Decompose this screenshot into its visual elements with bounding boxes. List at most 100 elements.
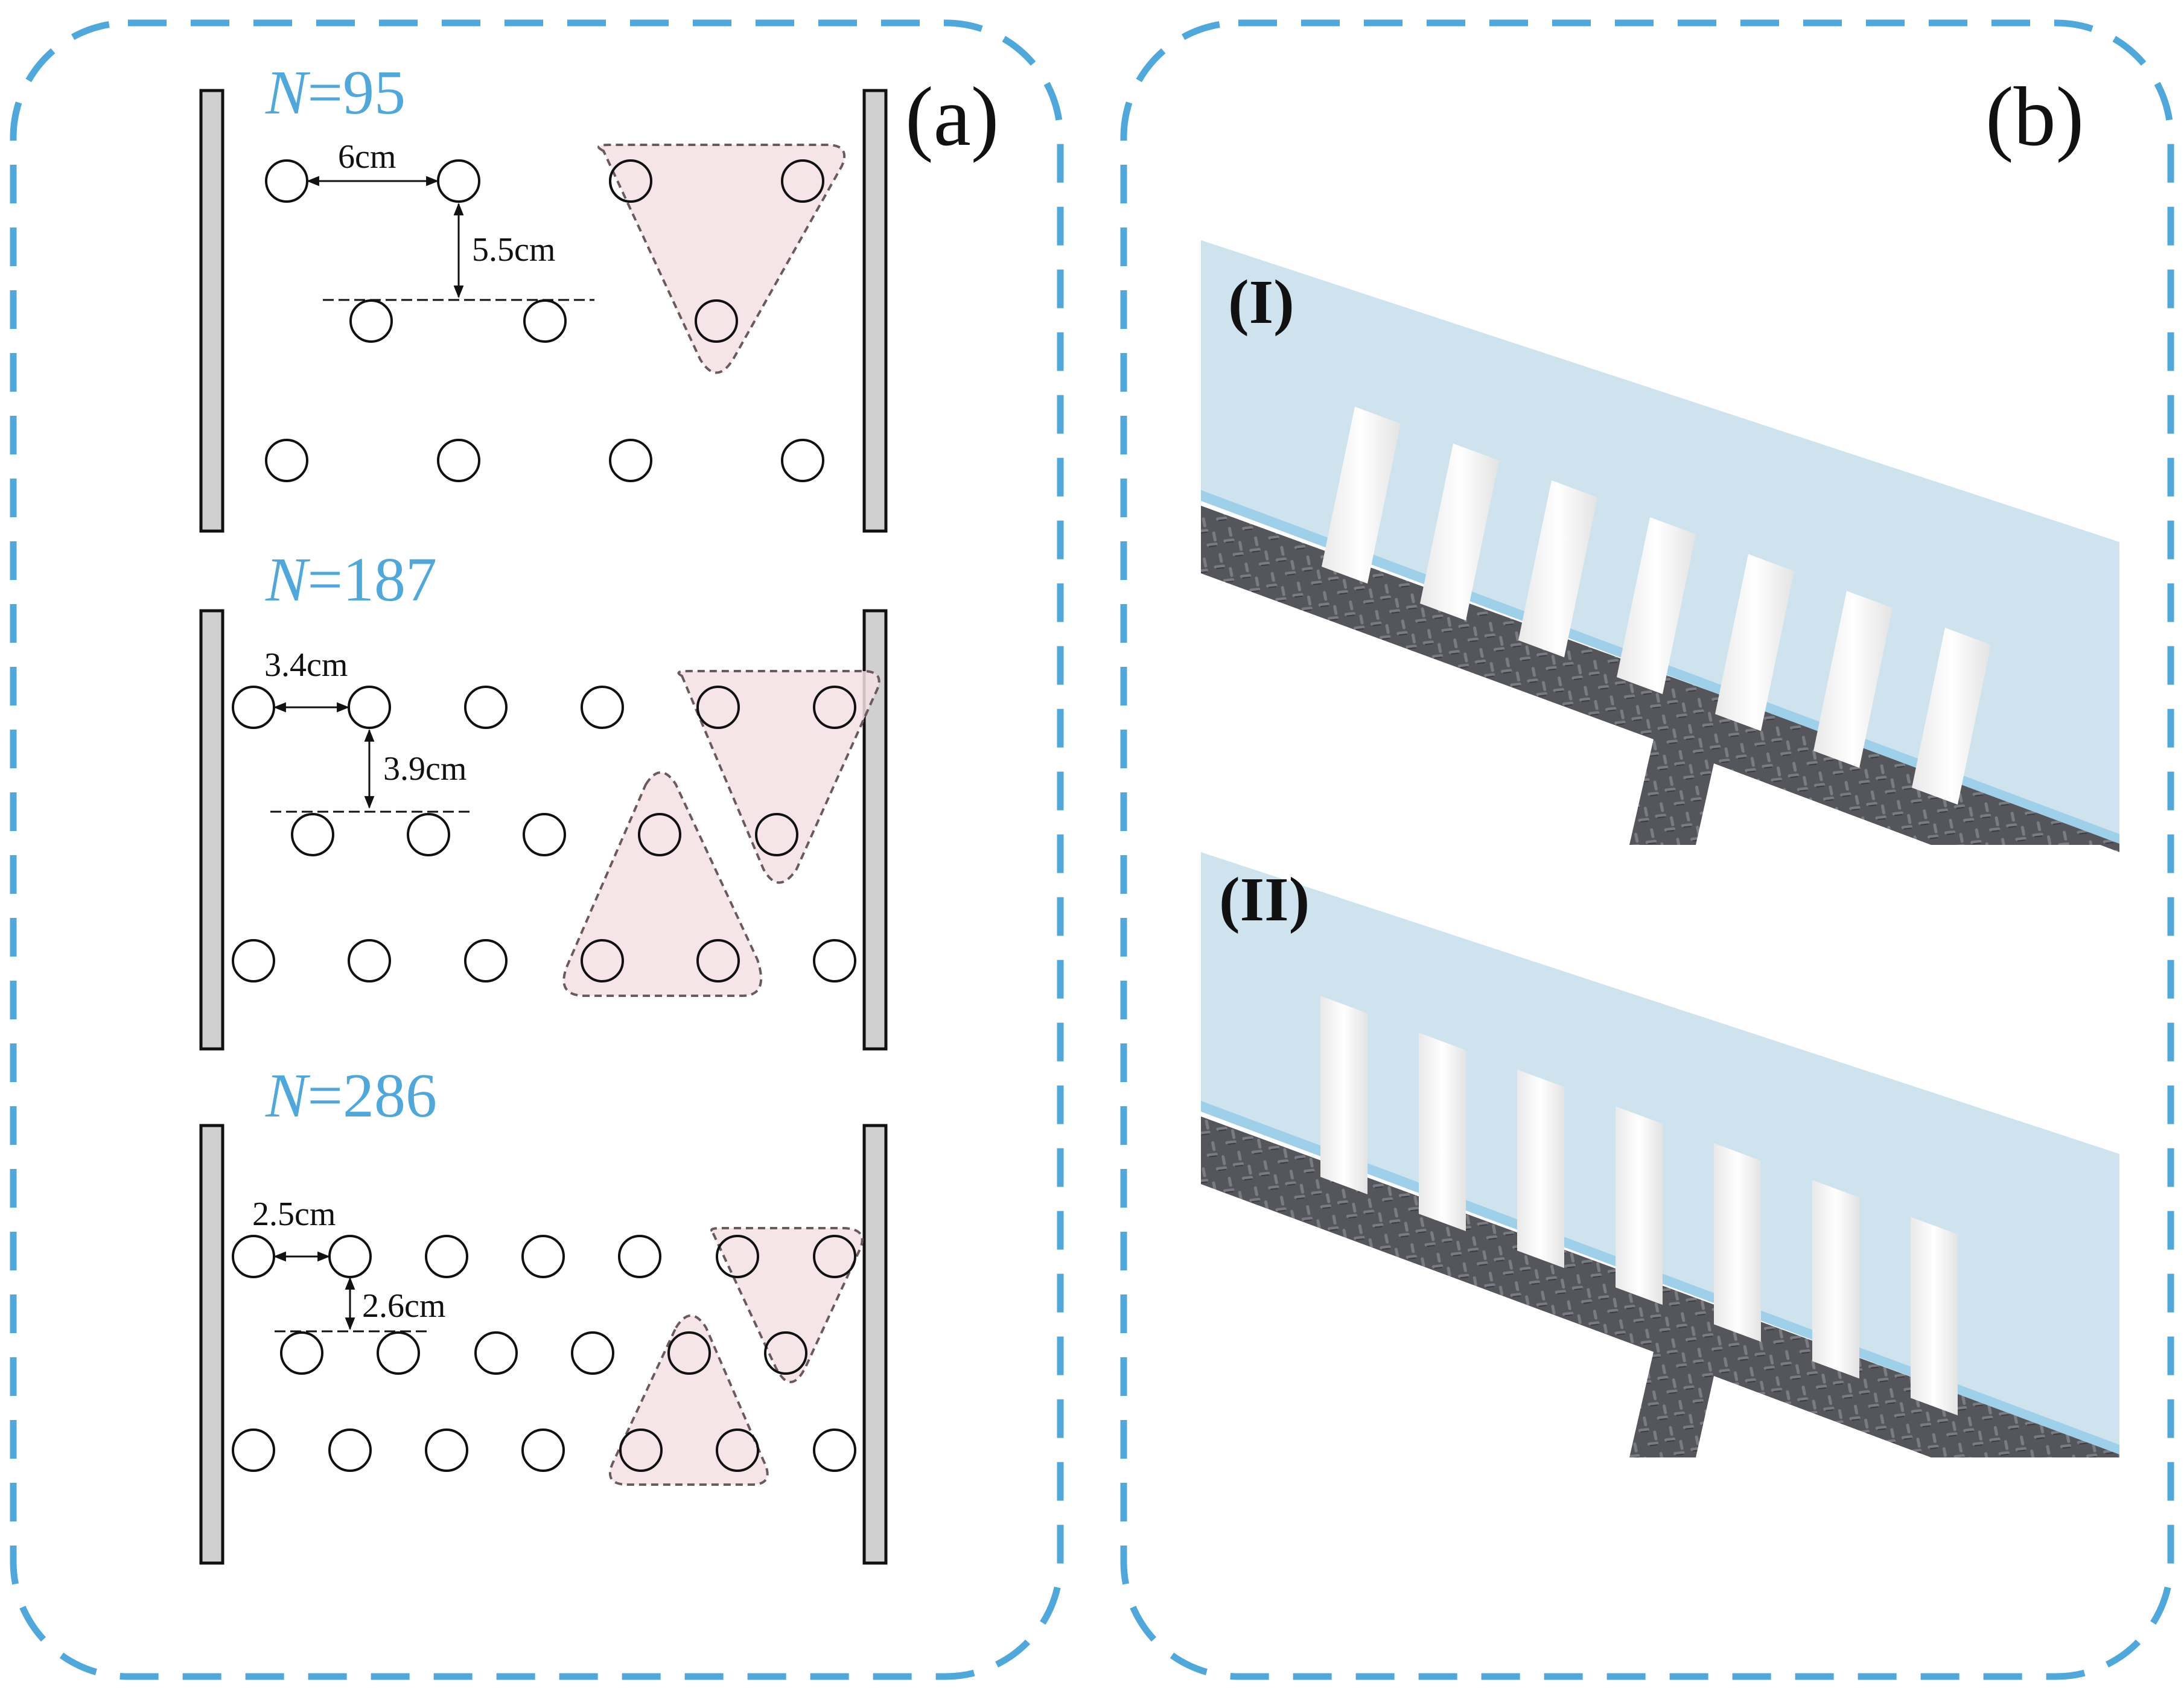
triangle-group (710, 1227, 864, 1383)
cylinder (437, 159, 480, 203)
cylinder (232, 686, 275, 729)
cylinder (464, 939, 508, 983)
pillar (1813, 591, 1893, 768)
pillar (1911, 1217, 1958, 1416)
n-label: N=286 (265, 1061, 437, 1130)
cylinder (619, 1428, 663, 1472)
panel-a-label: (a) (905, 70, 999, 164)
config-187: N=187 3.4cm 3.9cm (199, 545, 888, 1051)
cylinder (523, 813, 566, 856)
pillar (1517, 1069, 1564, 1269)
walls (199, 89, 888, 533)
cylinder (696, 686, 740, 729)
cylinder (755, 813, 798, 856)
n-value: =187 (307, 545, 437, 614)
n-value: =95 (307, 58, 406, 127)
triangle-group (677, 670, 880, 884)
cylinder (280, 1331, 323, 1375)
pillar (1912, 628, 1991, 805)
cylinder (813, 939, 856, 983)
cylinder (609, 439, 652, 482)
pillar (1812, 1180, 1859, 1379)
pillar (1420, 443, 1499, 621)
cylinder (474, 1331, 518, 1375)
triangle-group (597, 144, 845, 374)
panel-b-frame (1120, 19, 2174, 1680)
cylinder (328, 1428, 372, 1472)
dim-horizontal: 6cm (338, 138, 396, 176)
cylinder (425, 1428, 468, 1472)
cylinder (581, 686, 624, 729)
pillars (1320, 996, 1958, 1416)
dim-vertical: 5.5cm (472, 231, 555, 269)
pillar (1320, 996, 1367, 1195)
cylinder (813, 1235, 856, 1278)
pillar (1616, 1106, 1663, 1305)
dim-horizontal: 3.4cm (264, 646, 348, 684)
config-286: N=286 2.5cm 2.6cm (199, 1061, 888, 1565)
cylinder (813, 1428, 856, 1472)
cylinder (618, 1235, 661, 1278)
cylinders (232, 686, 856, 983)
config-95: N=95 6cm 5.5cm (199, 58, 888, 533)
cylinder (348, 939, 391, 983)
cylinder (348, 686, 391, 729)
pillar (1715, 554, 1794, 731)
cylinder (523, 299, 567, 343)
triangle-group (609, 1314, 769, 1486)
cylinder (232, 939, 275, 983)
cylinder (377, 1331, 420, 1375)
cylinder (696, 939, 740, 983)
sub-panel-II: (II) (1201, 852, 2119, 1457)
sub-panel-label: (II) (1219, 865, 1310, 934)
left-wall (199, 609, 224, 1051)
panel-a-frame (10, 19, 1064, 1680)
sub-panel-I: (I) (1201, 240, 2119, 852)
panel-b-label: (b) (1985, 70, 2084, 164)
cylinder (328, 1235, 372, 1278)
right-wall (862, 89, 888, 533)
cylinder (407, 813, 450, 856)
cylinder (716, 1235, 759, 1278)
cylinder (232, 1428, 275, 1472)
pillar (1322, 406, 1401, 584)
cylinder (571, 1331, 614, 1375)
right-wall (862, 1124, 888, 1565)
cylinder (265, 159, 308, 203)
cylinder (464, 686, 508, 729)
pillars (1322, 406, 1991, 805)
cylinder (437, 439, 480, 482)
cylinder (813, 686, 856, 729)
cylinder (781, 439, 824, 482)
cylinder (609, 159, 652, 203)
n-value: =286 (307, 1061, 437, 1130)
walls (199, 1124, 888, 1565)
cylinder (521, 1428, 565, 1472)
cylinder (667, 1331, 711, 1375)
n-label: N=187 (265, 545, 437, 614)
cylinder (581, 939, 624, 983)
left-wall (199, 1124, 224, 1565)
dim-horizontal: 2.5cm (252, 1196, 336, 1233)
cylinder (425, 1235, 468, 1278)
n-label: N=95 (265, 58, 406, 127)
cylinder (349, 299, 393, 343)
cylinder (695, 299, 738, 343)
cylinder (716, 1428, 759, 1472)
cylinders (232, 1235, 856, 1472)
dim-vertical: 3.9cm (383, 750, 466, 788)
pillar (1617, 517, 1696, 695)
cylinder (232, 1235, 275, 1278)
cylinder (638, 813, 681, 856)
pillar (1419, 1033, 1466, 1232)
pillar (1714, 1143, 1761, 1342)
triangle-group (562, 771, 763, 997)
sub-panel-label: (I) (1228, 267, 1294, 337)
cylinder (265, 439, 308, 482)
n-symbol: N (265, 545, 311, 614)
cylinder (781, 159, 824, 203)
pillar (1518, 480, 1597, 658)
n-symbol: N (265, 1061, 311, 1130)
cylinder (291, 813, 334, 856)
